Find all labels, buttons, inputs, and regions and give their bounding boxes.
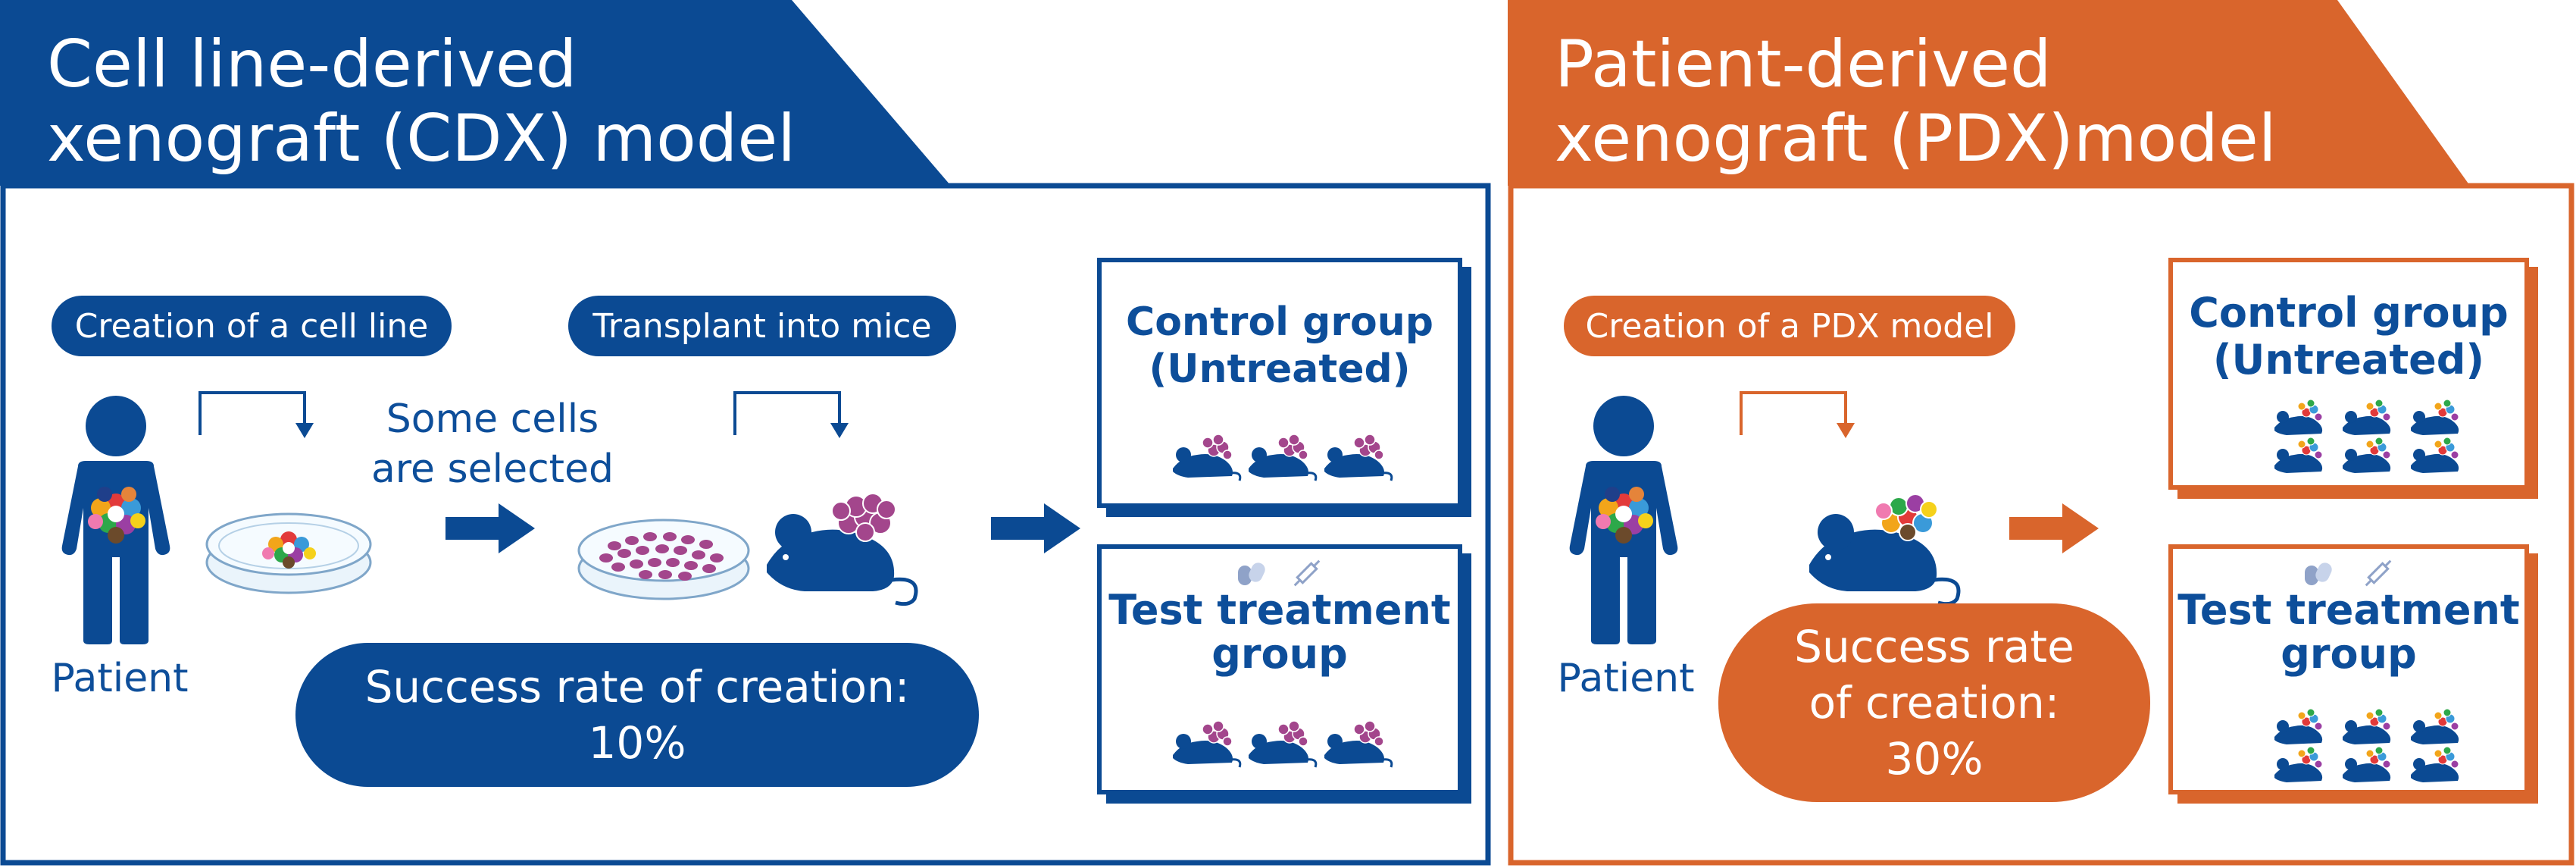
pdx-control-group-box: Control group (Untreated): [2168, 258, 2529, 490]
cdx-panel-frame: [0, 0, 1491, 866]
pdx-test-group-box: Test treatment group: [2168, 544, 2529, 794]
pdx-panel-frame: [1508, 0, 2574, 866]
mouse-group-icon: [2274, 708, 2459, 783]
patient-icon: [1569, 396, 1678, 644]
pill-icon: [1238, 562, 1265, 585]
bent-arrow-icon: [1740, 391, 1855, 438]
pdx-patient-label: Patient: [1557, 656, 1695, 701]
syringe-icon: [2365, 559, 2392, 587]
mouse-group-icon: [1171, 719, 1393, 769]
pdx-title: Patient-derived xenograft (PDX)model: [1555, 27, 2277, 177]
petri-dish-icon: [577, 519, 750, 600]
pdx-step-creation-label: Creation of a PDX model: [1564, 296, 2015, 356]
cdx-step-creation-label: Creation of a cell line: [52, 296, 452, 356]
cdx-step-transplant-label: Transplant into mice: [568, 296, 956, 356]
pdx-success-rate-badge: Success rate of creation: 30%: [1718, 603, 2150, 802]
cdx-title: Cell line-derived xenograft (CDX) model: [47, 27, 796, 177]
pdx-test-group-title: Test treatment group: [2177, 586, 2520, 678]
mouse-icon: [1809, 494, 1961, 606]
petri-dish-icon: [205, 512, 372, 594]
cdx-control-group-title: Control group (Untreated): [1126, 299, 1433, 392]
cdx-control-group-box: Control group (Untreated): [1097, 258, 1462, 508]
bent-arrow-icon: [733, 391, 849, 438]
pill-icon: [2305, 562, 2332, 585]
mouse-group-icon: [1173, 433, 1393, 482]
mouse-icon: [767, 493, 918, 606]
mouse-group-icon: [2274, 399, 2459, 474]
arrow-icon: [2009, 503, 2099, 553]
arrow-icon: [445, 503, 535, 553]
pdx-control-group-title: Control group (Untreated): [2189, 289, 2509, 384]
cdx-test-group-title: Test treatment group: [1108, 586, 1451, 678]
tumor-cells-icon: [88, 487, 145, 544]
cdx-selection-text: Some cells are selected: [370, 396, 614, 492]
syringe-icon: [1293, 559, 1321, 587]
patient-icon: [61, 396, 170, 644]
arrow-icon: [991, 503, 1080, 553]
cdx-test-group-box: Test treatment group: [1097, 544, 1462, 794]
cdx-success-rate-badge: Success rate of creation: 10%: [295, 643, 979, 787]
bent-arrow-icon: [199, 391, 314, 438]
cdx-patient-label: Patient: [51, 656, 189, 701]
